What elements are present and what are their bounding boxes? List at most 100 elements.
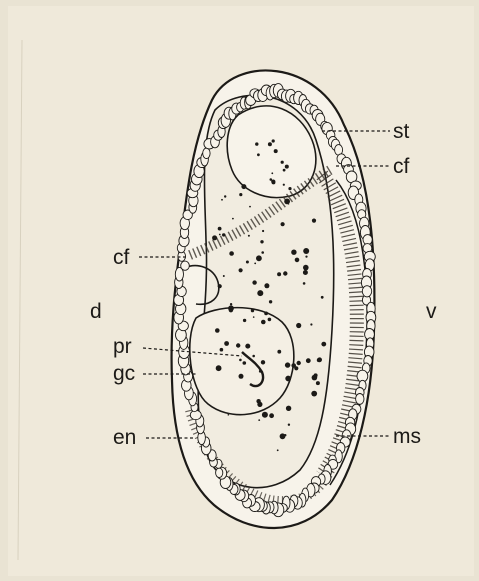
yolk-granule [268, 142, 272, 146]
yolk-granule [314, 373, 318, 377]
yolk-granule [280, 433, 286, 439]
yolk-granule [274, 149, 278, 153]
yolk-granule [288, 187, 291, 190]
yolk-granule [259, 370, 262, 373]
yolk-granule [255, 142, 258, 145]
yolk-granule [306, 358, 311, 363]
cell [363, 235, 372, 245]
yolk-granule [310, 323, 312, 325]
yolk-granule [268, 318, 272, 322]
yolk-granule [269, 300, 272, 303]
yolk-granule [239, 359, 242, 362]
yolk-granule [296, 323, 301, 328]
yolk-granule [261, 360, 265, 364]
label-cf-left: cf [113, 246, 130, 269]
yolk-granule [261, 320, 266, 325]
cell [362, 286, 371, 297]
yolk-granule [283, 271, 287, 275]
yolk-granule [297, 361, 301, 365]
cell [216, 468, 223, 478]
label-st: st [393, 120, 410, 143]
cell [356, 394, 364, 405]
yolk-granule [253, 316, 255, 318]
yolk-granule [243, 319, 246, 322]
yolk-granule [228, 414, 230, 416]
yolk-granule [285, 165, 289, 169]
yolk-granule [251, 309, 254, 312]
yolk-granule [285, 362, 290, 367]
yolk-granule [295, 258, 300, 263]
yolk-granule [291, 250, 296, 255]
yolk-granule [224, 341, 229, 346]
yolk-granule [252, 355, 255, 358]
yolk-granule [283, 169, 286, 172]
yolk-granule [218, 284, 222, 288]
label-pr: pr [113, 335, 132, 358]
yolk-granule [252, 280, 256, 284]
yolk-granule [254, 263, 256, 265]
yolk-granule [218, 227, 222, 231]
yolk-granule [248, 235, 250, 237]
yolk-granule [285, 376, 291, 382]
yolk-granule [316, 381, 320, 385]
yolk-granule [261, 251, 264, 254]
yolk-granule [291, 363, 296, 368]
yolk-granule [222, 233, 225, 236]
yolk-granule [243, 361, 247, 365]
yolk-granule [281, 161, 284, 164]
germ-cell-mass [190, 308, 294, 415]
cell [203, 148, 210, 158]
yolk-granule [286, 406, 291, 411]
yolk-granule [239, 268, 243, 272]
yolk-granule [269, 413, 274, 418]
yolk-granule [229, 251, 234, 256]
yolk-granule [236, 343, 240, 347]
label-gc: gc [113, 362, 135, 385]
yolk-granule [224, 195, 226, 197]
yolk-granule [239, 193, 242, 196]
yolk-granule [284, 434, 286, 436]
yolk-granule [232, 218, 234, 220]
yolk-granule [262, 230, 264, 232]
yolk-granule [241, 184, 246, 189]
yolk-granule [258, 419, 260, 421]
yolk-granule [212, 235, 217, 240]
yolk-granule [257, 290, 263, 296]
yolk-granule [256, 399, 260, 403]
yolk-granule [215, 328, 220, 333]
yolk-granule [277, 350, 281, 354]
yolk-granule [246, 261, 249, 264]
label-cf-upper: cf [393, 155, 410, 178]
label-d: d [90, 300, 102, 323]
yolk-granule [264, 312, 268, 316]
yolk-granule [257, 153, 260, 156]
yolk-granule [305, 256, 307, 258]
yolk-granule [245, 344, 250, 349]
yolk-granule [249, 206, 251, 208]
yolk-granule [229, 308, 233, 312]
yolk-granule [239, 374, 244, 379]
yolk-granule [260, 240, 263, 243]
yolk-granule [311, 391, 317, 397]
yolk-granule [272, 139, 275, 142]
yolk-granule [288, 424, 290, 426]
yolk-granule [230, 303, 232, 305]
yolk-granule [281, 222, 285, 226]
yolk-granule [283, 184, 285, 186]
yolk-granule [220, 348, 224, 352]
yolk-granule [277, 449, 279, 451]
yolk-granule [262, 412, 268, 418]
yolk-granule [312, 219, 316, 223]
yolk-granule [317, 357, 322, 362]
yolk-granule [221, 199, 223, 201]
yolk-granule [303, 248, 309, 254]
yolk-granule [303, 265, 309, 271]
yolk-granule [303, 282, 306, 285]
label-v: v [426, 300, 437, 323]
yolk-granule [264, 283, 269, 288]
label-en: en [113, 426, 136, 449]
yolk-granule [321, 296, 324, 299]
yolk-granule [216, 365, 222, 371]
yolk-granule [284, 199, 290, 205]
